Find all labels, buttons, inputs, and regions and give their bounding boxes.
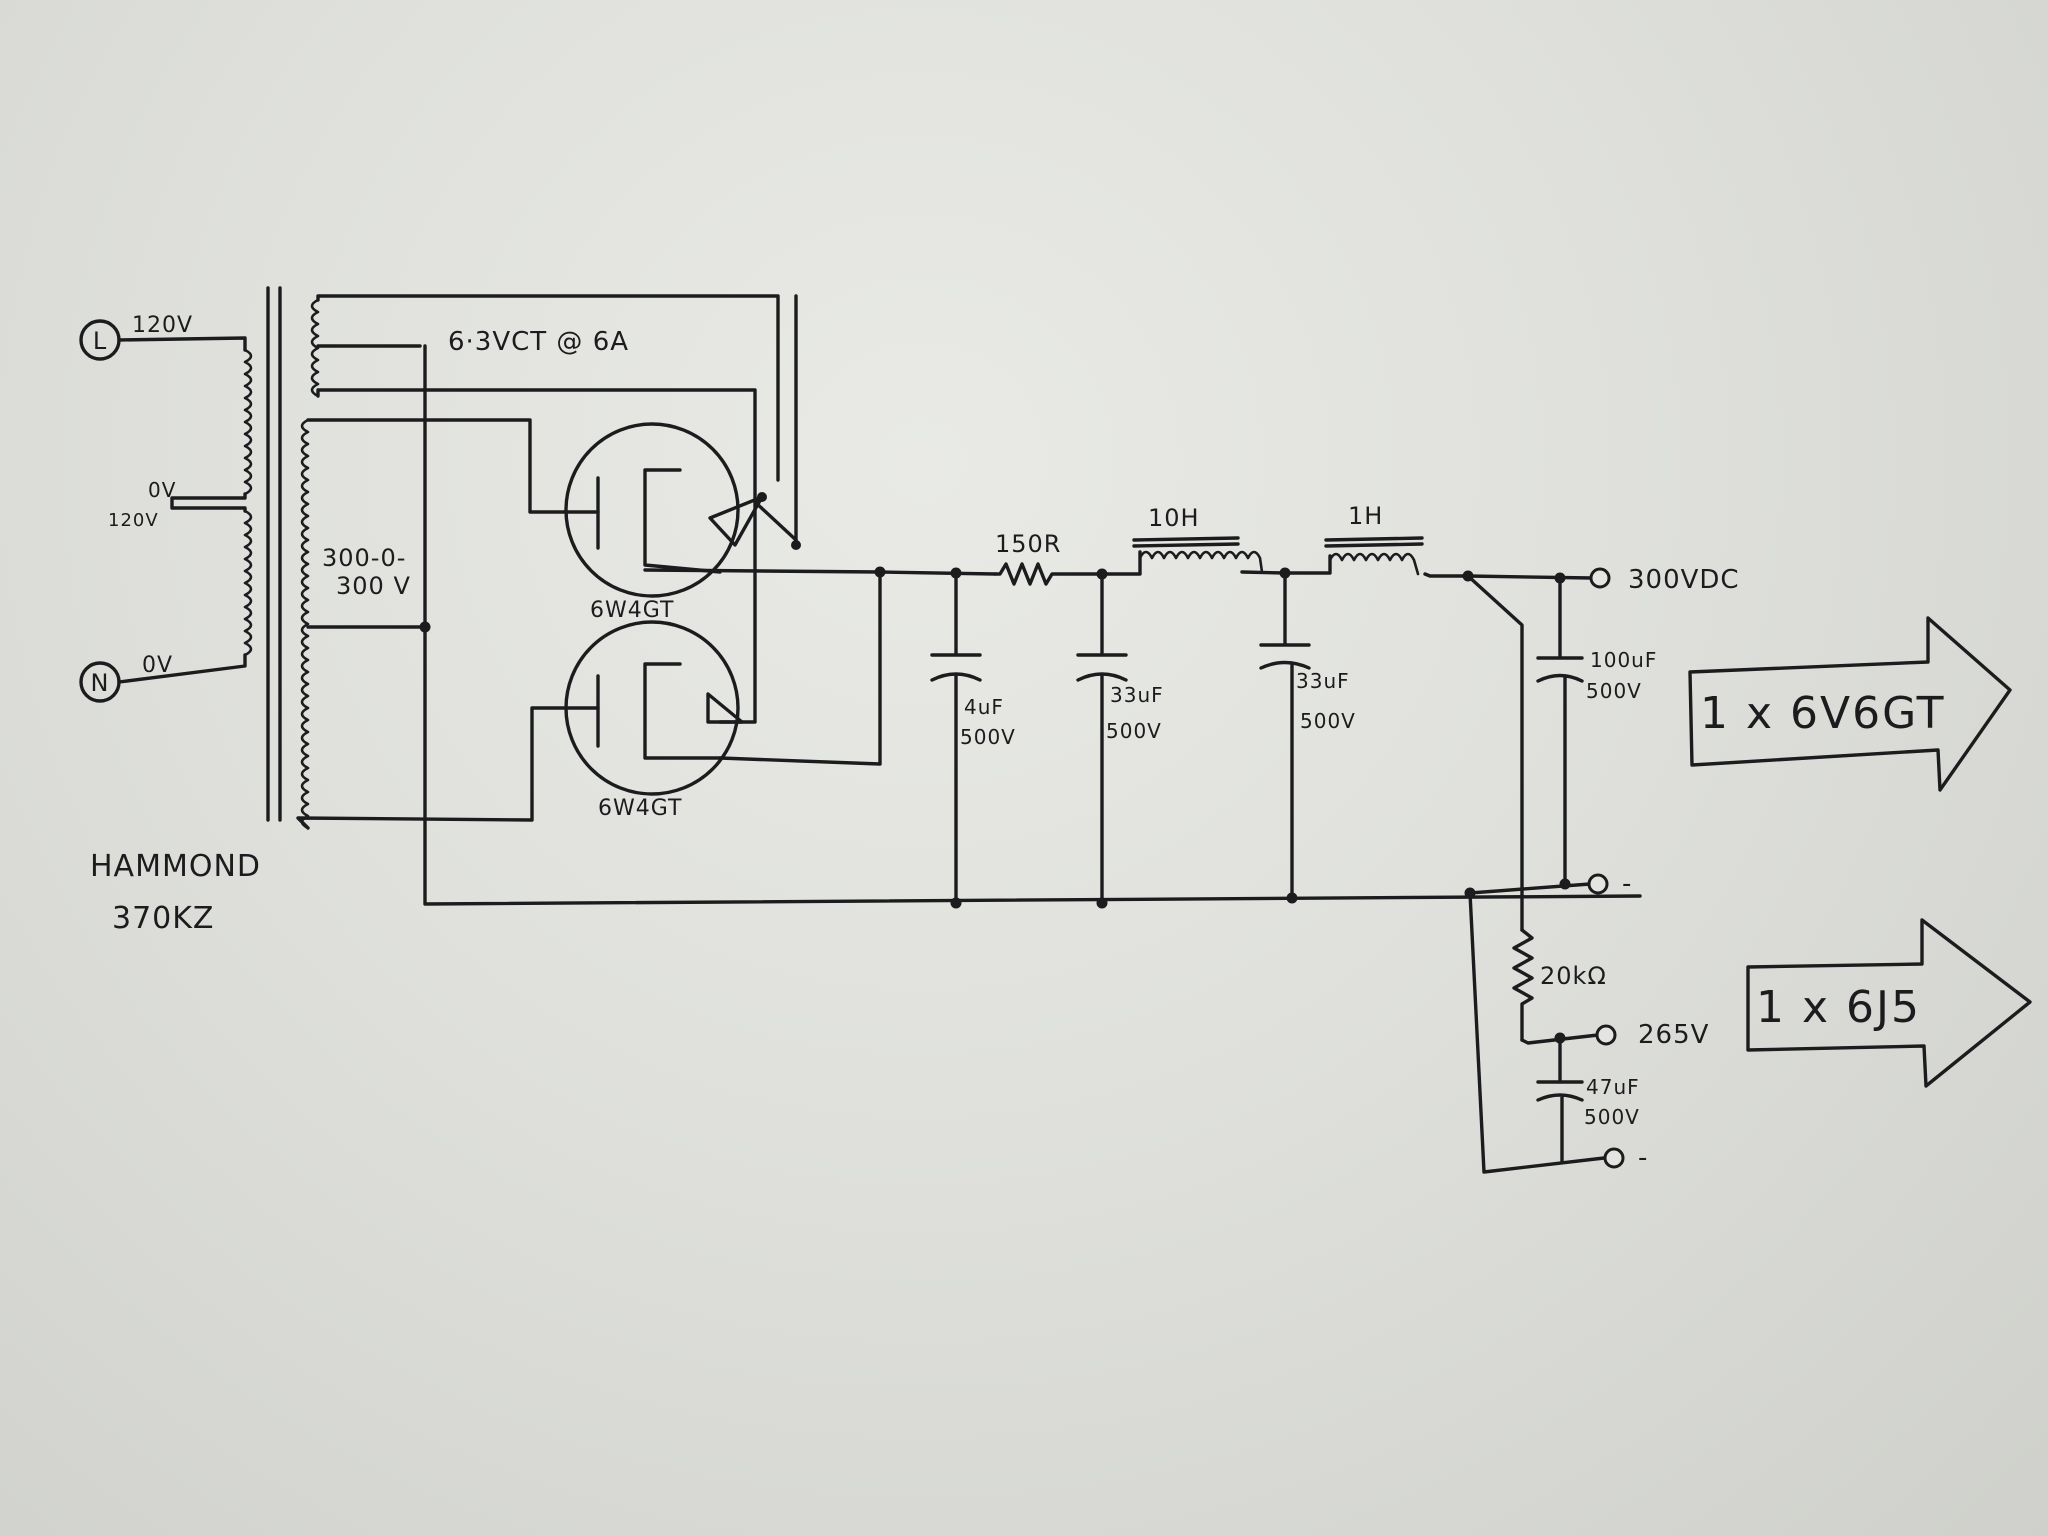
c2-voltage: 500V: [1106, 719, 1162, 743]
capacitor-c3: [1259, 571, 1311, 904]
primary-tap-120v-label: 120V: [108, 510, 159, 531]
heater-node-top: [757, 492, 767, 502]
cathode-top-to-bus: [643, 568, 882, 574]
lv-ground-wire: [1468, 891, 1606, 1174]
c1-value: 4uF: [964, 695, 1004, 719]
primary-winding-upper: [243, 348, 253, 496]
mains-neutral-wire: [117, 653, 247, 684]
r2-feed-wire: [1466, 574, 1524, 932]
capacitor-c1: [930, 571, 982, 909]
c5-voltage: 500V: [1584, 1105, 1640, 1129]
mains-line-wire: [117, 336, 247, 352]
lv-minus-label: -: [1638, 1143, 1648, 1173]
hv-winding: [300, 418, 310, 830]
hv-out-terminal: [1589, 567, 1611, 589]
hv-label-line1: 300-0-: [322, 544, 406, 572]
primary-tap-wire: [170, 492, 247, 513]
c4-value: 100uF: [1590, 648, 1657, 672]
r2-label: 20kΩ: [1540, 962, 1607, 990]
mains-neutral-symbol: N: [91, 669, 110, 697]
tube-bottom-label: 6W4GT: [598, 796, 682, 821]
r1-label: 150R: [995, 530, 1061, 558]
choke-l2: [1283, 536, 1470, 578]
capacitor-c2: [1076, 572, 1128, 909]
hv-out-label: 300VDC: [1628, 565, 1740, 595]
hv-minus-terminal: [1587, 873, 1609, 895]
primary-top-label: 120V: [132, 313, 193, 338]
capacitor-c4: [1536, 576, 1584, 890]
c3-value: 33uF: [1296, 669, 1350, 693]
lv-out-terminal: [1595, 1024, 1617, 1046]
capacitor-c5: [1536, 1036, 1584, 1164]
c1-voltage: 500V: [960, 725, 1016, 749]
lv-out-label: 265V: [1638, 1020, 1709, 1050]
arrow2-label: 1 x 6J5: [1756, 982, 1921, 1033]
arrow1-label: 1 x 6V6GT: [1700, 688, 1946, 739]
primary-bottom-label: 0V: [142, 653, 173, 678]
l2-label: 1H: [1348, 502, 1383, 530]
cathode-bottom-to-bus: [718, 570, 882, 766]
c5-value: 47uF: [1586, 1075, 1640, 1099]
transformer-model-line1: HAMMOND: [90, 849, 261, 884]
choke-l1: [1100, 536, 1287, 576]
mains-line-symbol: L: [93, 327, 107, 355]
heater-winding: [310, 298, 320, 398]
heater-label: 6·3VCT @ 6A: [448, 327, 629, 357]
primary-tap-0v-label: 0V: [148, 478, 176, 502]
transformer-model-line2: 370KZ: [112, 901, 215, 936]
b-plus-bus-1: [878, 570, 997, 576]
hv-bottom-to-tube2-plate: [296, 706, 600, 830]
heater-node-mid: [791, 540, 801, 550]
hv-label-line2: 300 V: [336, 572, 411, 600]
output-arrow-2: 1 x 6J5: [1746, 918, 2032, 1088]
hv-top-to-tube1-plate: [306, 418, 600, 514]
lv-output-wire: [1520, 1033, 1600, 1045]
hv-minus-label: -: [1622, 869, 1632, 899]
ground-return-wire: [423, 344, 1642, 906]
c2-value: 33uF: [1110, 683, 1164, 707]
mains-line-terminal: L: [79, 319, 121, 361]
lv-minus-terminal: [1603, 1147, 1625, 1169]
bus-junction-1: [874, 566, 886, 578]
mains-neutral-terminal: N: [79, 661, 121, 703]
c3-voltage: 500V: [1300, 709, 1356, 733]
output-arrow-1: 1 x 6V6GT: [1688, 616, 2012, 792]
ct-junction-dot: [419, 621, 431, 633]
primary-winding-lower: [243, 509, 253, 657]
hv-output-wire: [1466, 574, 1594, 580]
rectifier-tube-bottom: [564, 620, 744, 796]
l1-label: 10H: [1148, 504, 1200, 532]
resistor-r2: [1512, 928, 1534, 1042]
hv-ground-wire: [1468, 882, 1592, 895]
c4-voltage: 500V: [1586, 679, 1642, 703]
resistor-r1: [993, 562, 1104, 586]
heater-wire-top: [316, 294, 780, 482]
tube-top-label: 6W4GT: [590, 598, 674, 623]
